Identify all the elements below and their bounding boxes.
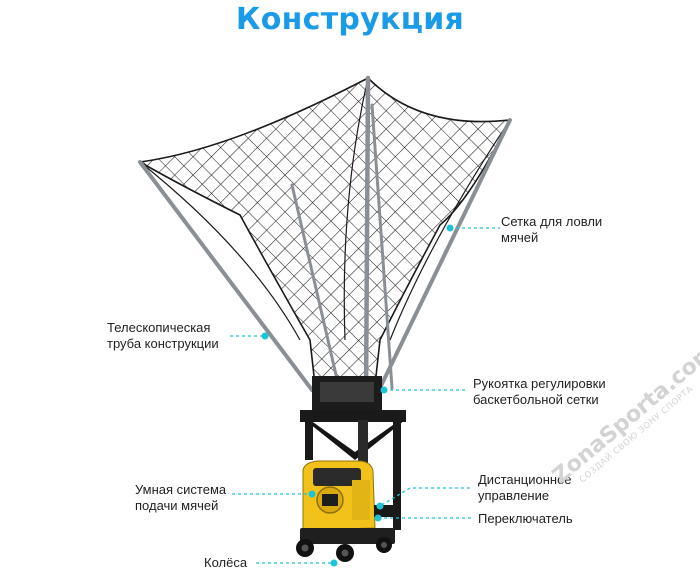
- label-remote-control: Дистанционное управление: [478, 472, 572, 503]
- label-net-adjust-handle: Рукоятка регулировки баскетбольной сетки: [473, 376, 606, 407]
- callout-lines: [230, 224, 500, 567]
- label-switch: Переключатель: [478, 511, 573, 526]
- telescopic-poles: [138, 75, 512, 403]
- label-telescopic-tube: Телескопическая труба конструкции: [107, 320, 219, 351]
- wheels: [296, 537, 392, 562]
- label-smart-feeder: Умная система подачи мячей: [135, 482, 227, 513]
- page-title: Конструкция: [235, 2, 465, 37]
- label-wheels: Колёса: [204, 555, 248, 570]
- ball-feeder-machine: [300, 460, 395, 544]
- label-catching-net: Сетка для ловли мячей: [501, 214, 603, 245]
